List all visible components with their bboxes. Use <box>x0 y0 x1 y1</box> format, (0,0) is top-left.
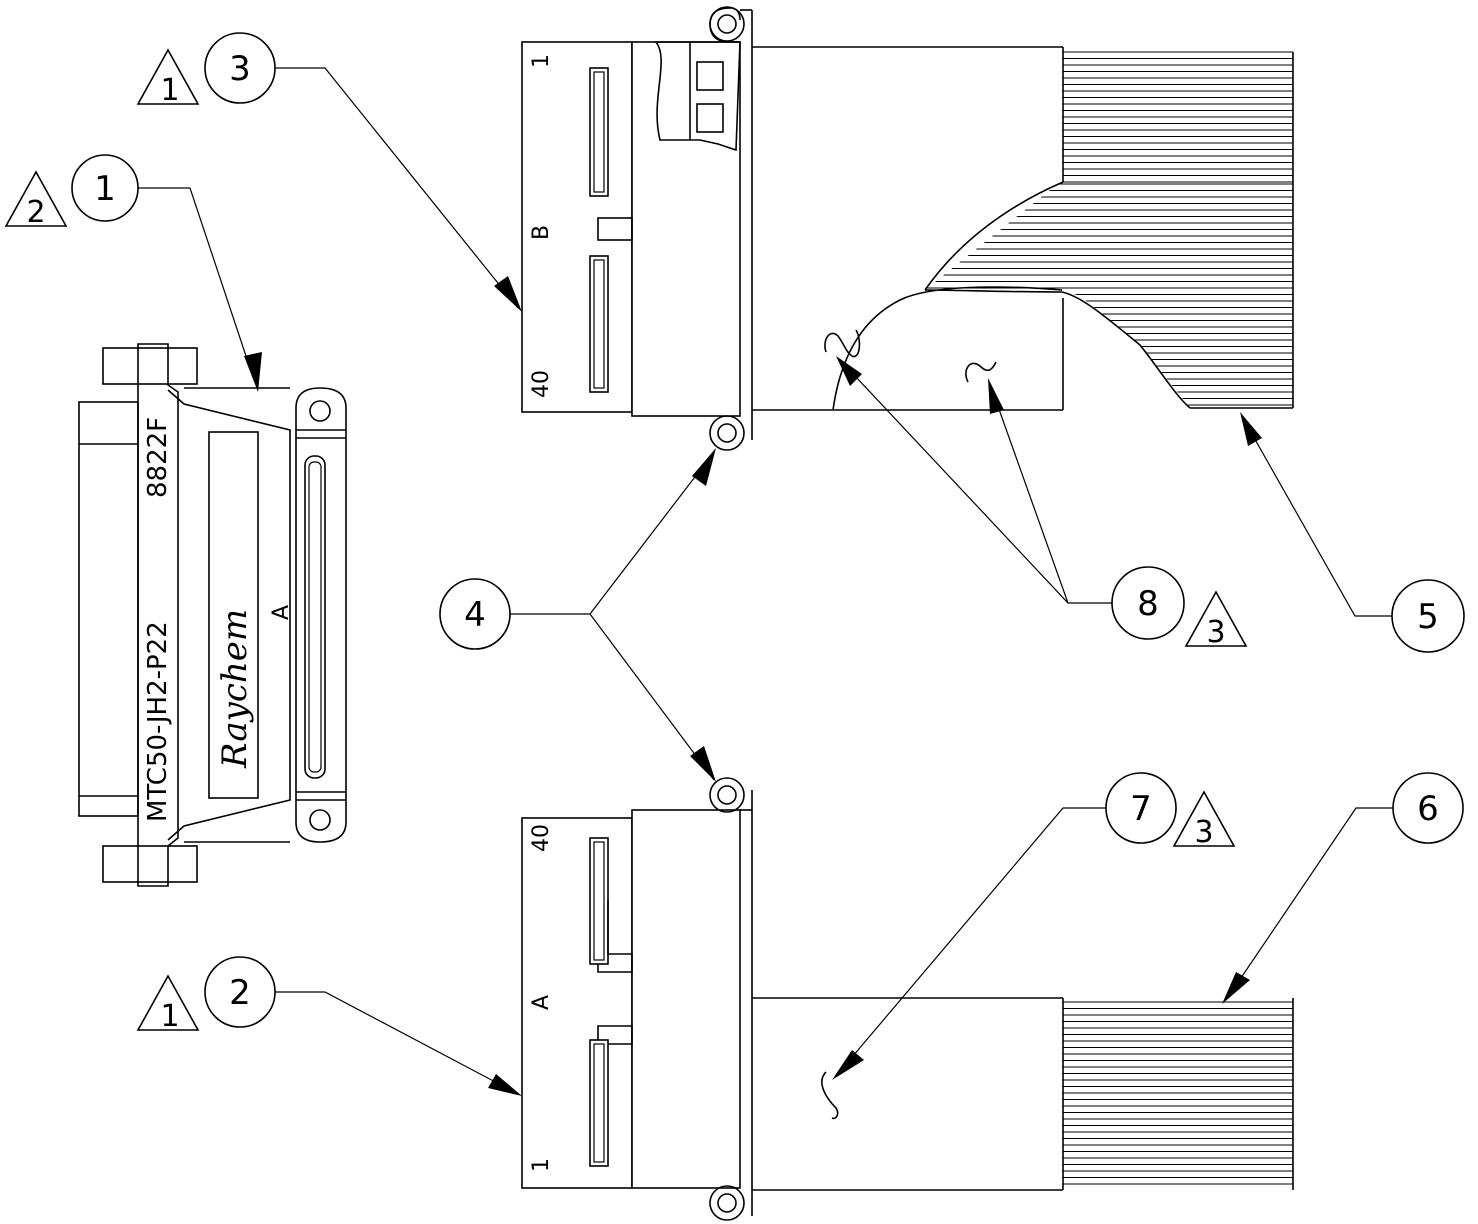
flag-note-3-item7: 3 <box>1172 790 1236 850</box>
bottom-pin-first: 1 <box>529 1158 554 1172</box>
marker-symbol-7 <box>821 1071 839 1120</box>
svg-text:7: 7 <box>1130 789 1152 829</box>
leader-lines <box>138 67 1393 1096</box>
callout-2: 2 <box>204 956 276 1028</box>
body-side-mark: A <box>269 605 294 620</box>
top-pin-first: 1 <box>529 54 554 68</box>
callout-4: 4 <box>439 578 511 650</box>
callout-6: 6 <box>1392 772 1464 844</box>
brand-text: Raychem <box>215 609 255 769</box>
dsub-connector: MTC50-JH2-P22 8822F Raychem A <box>78 343 347 887</box>
callout-5: 5 <box>1391 579 1465 653</box>
svg-text:6: 6 <box>1417 789 1439 829</box>
callout-7: 7 <box>1105 772 1177 844</box>
flag-note-3-item8: 3 <box>1184 590 1248 650</box>
svg-text:2: 2 <box>229 973 251 1013</box>
ribbon-conductors-bottom <box>1063 1001 1293 1185</box>
flag-note-1-top: 1 <box>136 48 200 108</box>
bottom-pin-last: 40 <box>529 824 554 852</box>
callout-3: 3 <box>204 32 276 104</box>
callout-8: 8 <box>1111 566 1185 640</box>
ribbon-conductors-top <box>1063 51 1293 183</box>
callout-1: 1 <box>71 154 139 222</box>
marker-symbol-8a <box>824 329 861 358</box>
flag-note-2: 2 <box>4 170 68 230</box>
svg-text:3: 3 <box>229 49 251 89</box>
top-pin-last: 40 <box>529 370 554 398</box>
svg-text:8: 8 <box>1137 584 1159 624</box>
top-side-mark: B <box>529 225 554 240</box>
bottom-side-mark: A <box>529 995 554 1010</box>
ribbon-conductors-cutaway <box>925 183 1293 406</box>
bottom-connector: 40 A 1 <box>521 777 1294 1221</box>
svg-text:1: 1 <box>160 999 179 1034</box>
date-code-text: 8822F <box>143 417 173 498</box>
flag-note-1-bottom: 1 <box>136 974 200 1034</box>
svg-text:4: 4 <box>464 595 486 635</box>
svg-text:1: 1 <box>160 73 179 108</box>
svg-text:5: 5 <box>1417 597 1439 637</box>
top-connector: 1 B 40 <box>521 6 1294 451</box>
part-number-text: MTC50-JH2-P22 <box>143 621 173 822</box>
marker-symbol-8b <box>965 361 997 383</box>
svg-text:3: 3 <box>1194 815 1213 850</box>
svg-text:1: 1 <box>94 169 116 209</box>
svg-text:3: 3 <box>1206 615 1225 650</box>
svg-text:2: 2 <box>26 195 45 230</box>
